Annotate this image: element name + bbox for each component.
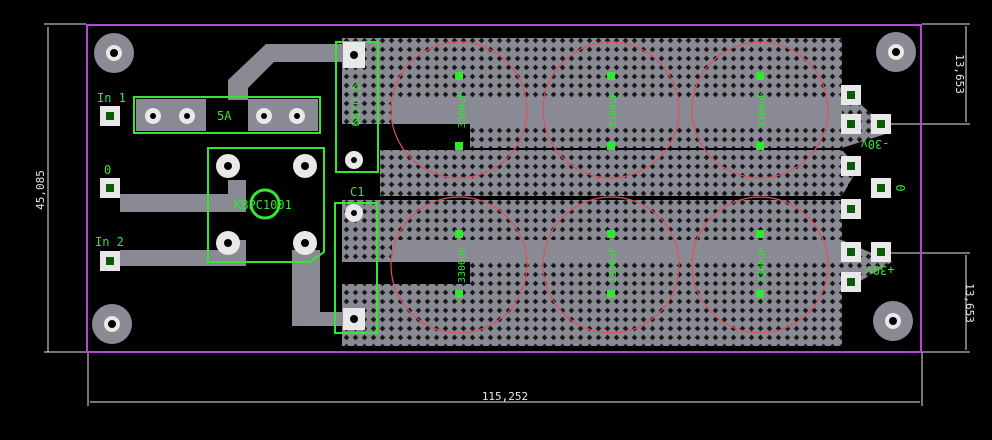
bridge-label: KBPC1001 [234,198,292,212]
dimension-bottom-right: 13,653 [963,283,976,323]
capacitor-top-3 [691,41,829,179]
copper-pours [120,38,892,346]
label-in2: In 2 [95,235,124,249]
label-minus30: -30v [861,137,890,151]
label-in1: In 1 [97,91,126,105]
capacitor-label-bottom-3: 3300uF [757,247,768,283]
capacitor-bottom-1 [390,196,528,334]
mounting-hole-bottom-right [873,301,913,341]
capacitor-bottom-2 [542,196,680,334]
capacitor-label-top-3: 3300uF [757,92,768,128]
capacitor-label-top-2: 3300uF [608,92,619,128]
label-zero-left: 0 [104,163,111,177]
mounting-hole-top-right [876,32,916,72]
dimension-height: 45,085 [34,170,47,210]
dimension-top-right: 13,653 [953,54,966,94]
output-pads [841,85,891,292]
capacitor-c1 [334,202,378,334]
dimension-lines [44,23,970,406]
resistor [335,41,379,173]
mounting-holes [92,32,916,344]
capacitor-pads [455,72,764,298]
capacitor-label-bottom-2: 3300uF [608,247,619,283]
capacitor-top-1 [390,41,528,179]
capacitor-top-2 [542,41,680,179]
capacitor-label-bottom-1: 3300uF [457,247,468,283]
dimension-width: 115,252 [482,390,528,403]
label-plus30: +30v [866,263,895,277]
resistor-label: 68/0,5 [349,83,363,126]
c1-label: C1 [350,185,364,199]
bridge-rectifier [207,147,325,263]
fuse-label: 5A [217,109,232,123]
mounting-hole-bottom-left [92,304,132,344]
capacitor-bottom-3 [691,196,829,334]
fuse-holder [133,96,321,134]
input-pads [100,106,120,271]
mounting-hole-top-left [94,33,134,73]
board-outline [86,24,922,353]
capacitor-label-top-1: 3300uF [457,92,468,128]
label-zero-right: 0 [893,184,907,191]
capacitor-outlines [390,41,829,334]
